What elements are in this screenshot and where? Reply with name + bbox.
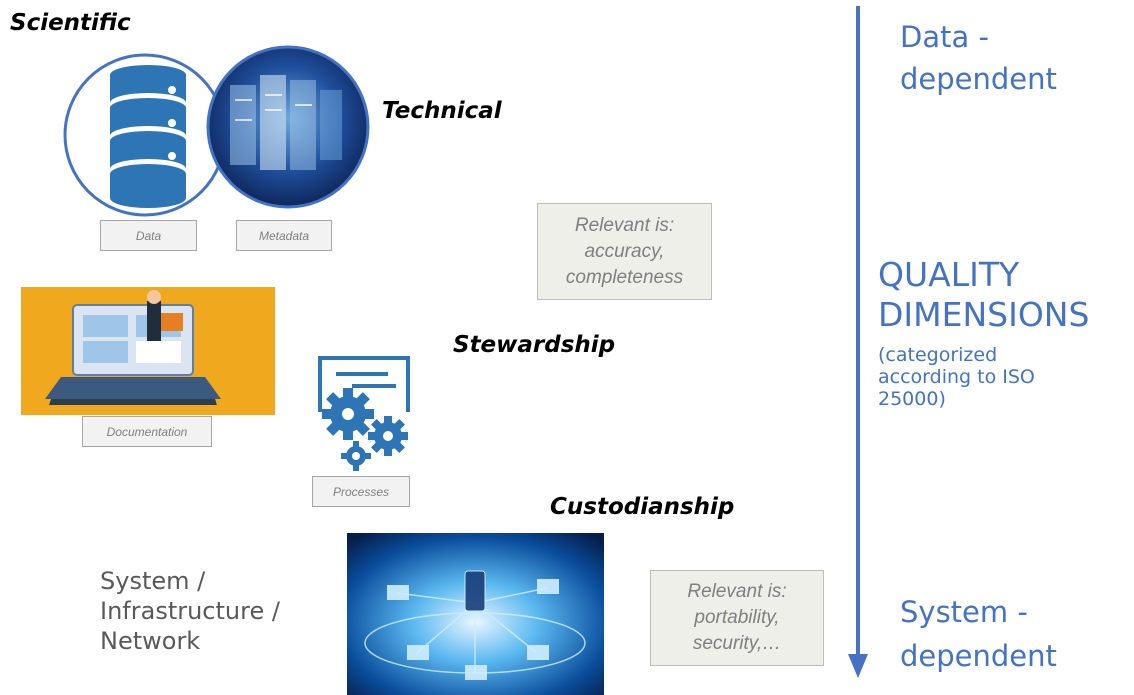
note-line: accuracy,: [584, 240, 665, 262]
data-dependent-label: Data - dependent: [900, 16, 1057, 100]
document-outline-icon: [318, 356, 410, 412]
caption-documentation: Documentation: [82, 416, 212, 447]
gears-icon: [322, 388, 408, 471]
system-dependent-label: System - dependent: [900, 590, 1057, 678]
quality-title-line: QUALITY: [878, 255, 1020, 294]
quality-dimensions-title: QUALITY DIMENSIONS: [878, 255, 1089, 335]
system-label-line: Infrastructure /: [100, 597, 280, 625]
data-dependent-line: dependent: [900, 62, 1057, 96]
laptop-cabinet-icon: [45, 290, 221, 405]
system-dependent-line: System -: [900, 595, 1028, 629]
system-dependent-line: dependent: [900, 639, 1057, 673]
note-line: portability,: [694, 607, 780, 628]
database-icon: [110, 65, 186, 208]
note-relevant-portability: Relevant is: portability, security,…: [650, 570, 824, 666]
caption-data: Data: [100, 220, 197, 251]
quality-subtitle-line: 25000): [878, 388, 946, 410]
note-line: security,…: [692, 633, 782, 654]
data-metadata-illustration: [63, 45, 370, 217]
note-line: completeness: [565, 266, 684, 288]
heading-stewardship: Stewardship: [453, 332, 616, 358]
documentation-illustration: [21, 287, 275, 415]
quality-subtitle-line: (categorized: [878, 344, 998, 366]
heading-custodianship: Custodianship: [550, 494, 735, 520]
heading-scientific: Scientific: [10, 10, 131, 36]
note-line: Relevant is:: [574, 214, 675, 236]
system-infrastructure-network-label: System / Infrastructure / Network: [100, 566, 280, 656]
quality-axis-arrow: [848, 6, 868, 678]
caption-metadata: Metadata: [236, 220, 332, 251]
system-label-line: System /: [100, 567, 206, 595]
metadata-icon: [206, 45, 370, 209]
quality-dimensions-subtitle: (categorized according to ISO 25000): [878, 344, 1035, 410]
caption-processes: Processes: [312, 476, 410, 507]
device-icons: [387, 570, 559, 680]
quality-title-line: DIMENSIONS: [878, 295, 1090, 334]
data-dependent-line: Data -: [900, 20, 989, 54]
note-relevant-accuracy: Relevant is: accuracy, completeness: [537, 203, 712, 300]
network-illustration: [347, 533, 604, 695]
processes-illustration: [318, 356, 410, 471]
quality-subtitle-line: according to ISO: [878, 366, 1035, 388]
system-label-line: Network: [100, 627, 201, 655]
note-line: Relevant is:: [687, 581, 787, 602]
heading-technical: Technical: [382, 98, 502, 124]
